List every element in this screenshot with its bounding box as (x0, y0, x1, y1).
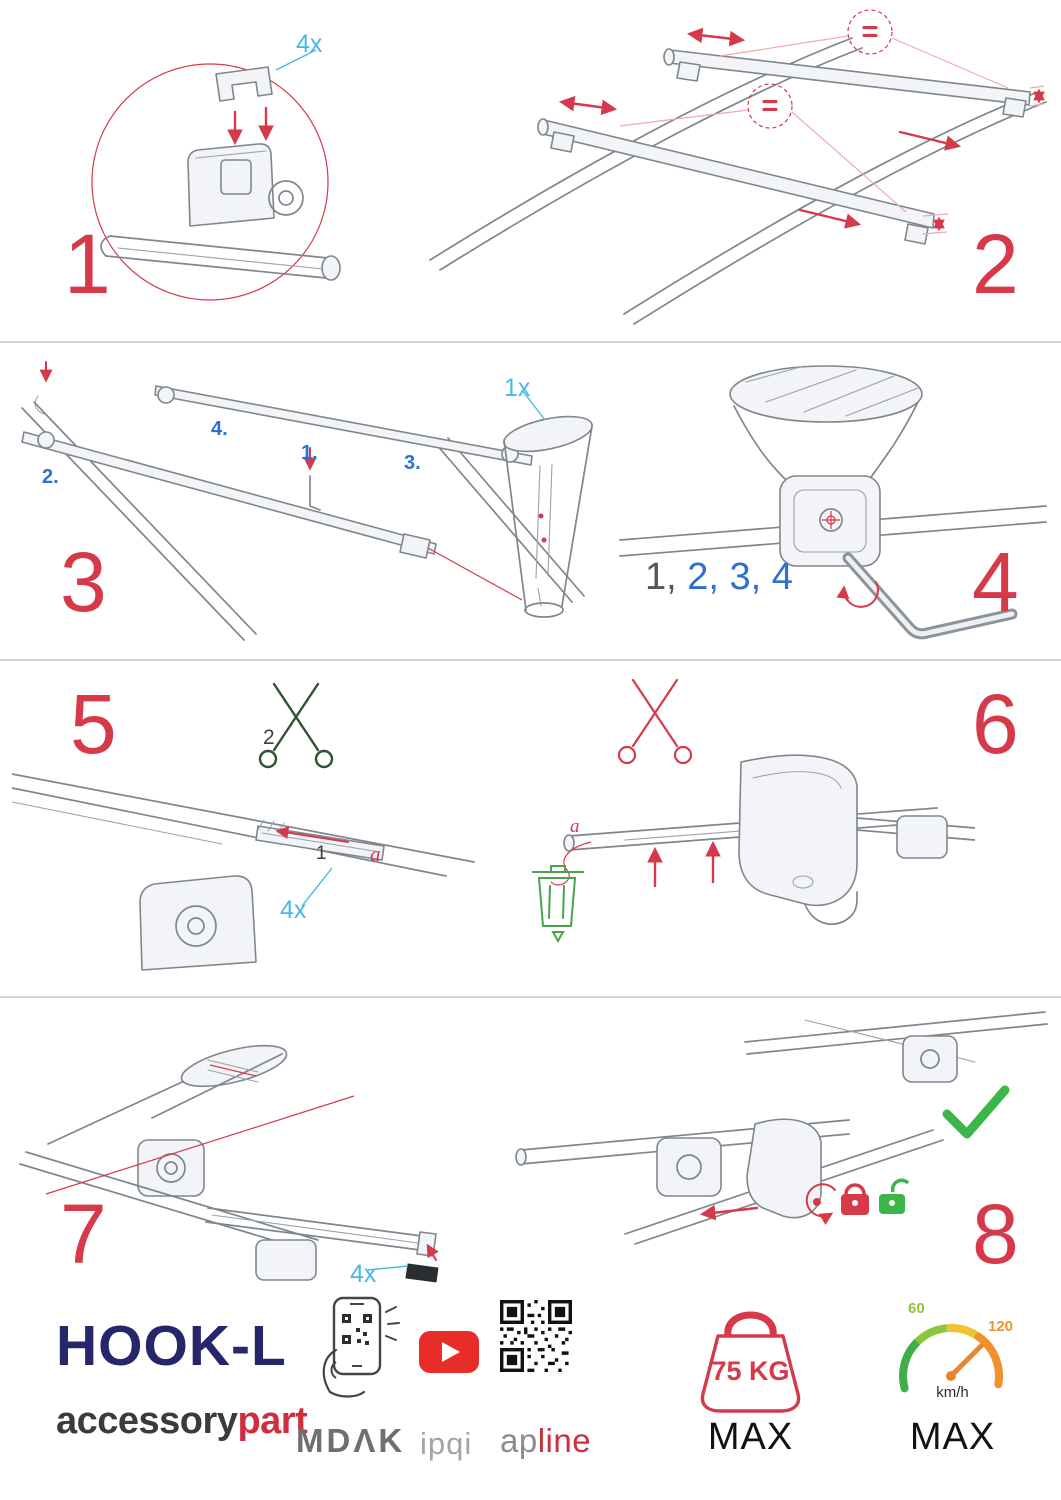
crossbar (21, 431, 437, 555)
adjust-arrow (686, 27, 746, 47)
logo-ipqi: ipqi (420, 1426, 473, 1461)
clamp-body (779, 475, 881, 567)
lock-closed-icon (841, 1183, 869, 1215)
step-6-number: 6 (972, 677, 1019, 771)
qty-leader-line (367, 1265, 409, 1271)
step-6-illustration (532, 678, 975, 944)
apline-suffix: line (537, 1422, 592, 1459)
adjust-arrow (558, 95, 618, 116)
step-7-qty-label: 4x (350, 1260, 377, 1288)
step-3-illustration (21, 361, 593, 641)
rotate-arrow (836, 581, 879, 608)
clamp-body (137, 1139, 205, 1197)
step-4-number: 4 (972, 535, 1019, 629)
step-3-order-label-4: 4. (211, 418, 228, 440)
phone-scan-icon (322, 1296, 400, 1398)
step-5-number: 5 (70, 677, 117, 771)
gauge-needle (948, 1343, 984, 1379)
checkmark-icon (942, 1085, 1010, 1139)
slide-arrow (699, 1204, 759, 1221)
logo-mdak: MDΛK (296, 1422, 406, 1459)
qty-leader-line (301, 867, 333, 907)
step-3-qty-label: 1x (504, 374, 531, 402)
step-8-number: 8 (972, 1187, 1019, 1281)
qty-leader-line (521, 389, 546, 421)
step-4-sequence-label: 1, 2, 3, 4 (645, 556, 793, 599)
logo-apline: apline (500, 1424, 591, 1457)
separator (0, 996, 1061, 998)
foot-cover (738, 754, 858, 907)
brand-logo: accessorypart (56, 1400, 308, 1442)
speed-max-label: MAX (909, 1416, 996, 1458)
trash-recycle-icon (532, 865, 584, 944)
step-5-illustration (12, 682, 475, 971)
step-3-order-label-2: 2. (42, 466, 59, 488)
step-6-part-label: a (570, 816, 580, 837)
tower-cover (729, 365, 923, 423)
step-1-illustration (91, 49, 341, 301)
slide-arrow (798, 208, 862, 229)
crossbar (154, 385, 533, 466)
step-2-illustration (429, 9, 1047, 325)
step-5-cut-label: 2 (263, 726, 275, 749)
step-4-illustration (619, 365, 1047, 640)
speed-max-value: 120 (988, 1318, 1014, 1335)
rotate-arrow (805, 1183, 836, 1225)
step-7-number: 7 (60, 1187, 107, 1281)
weight-icon (700, 1311, 801, 1413)
scissors-icon (258, 682, 334, 769)
step-1-qty-label: 4x (296, 30, 323, 58)
sequence-remaining: 2, 3, 4 (676, 556, 793, 598)
step-3-order-label-1: 1. (301, 442, 318, 464)
product-name: HOOK-L (56, 1314, 287, 1378)
magnifier-circle (91, 63, 329, 301)
step-5-insert-label: 1 (316, 843, 327, 864)
lock-open-icon (879, 1178, 910, 1214)
separator (0, 341, 1061, 343)
alignment-line (45, 1095, 355, 1195)
foot-cover (746, 1118, 822, 1219)
youtube-icon (419, 1331, 479, 1373)
allen-key-icon (309, 475, 321, 511)
cut-strip (550, 841, 592, 886)
weight-max-label: MAX (707, 1416, 794, 1458)
step-5-qty-label: 4x (280, 896, 307, 924)
insert-arrow (426, 1243, 439, 1261)
sequence-done: 1, (645, 556, 677, 598)
brand-suffix: part (237, 1400, 308, 1442)
crossbar (668, 49, 1031, 106)
clamp-body (656, 1137, 722, 1197)
speed-unit-label: km/h (936, 1384, 969, 1401)
end-cap (405, 1263, 439, 1283)
slide-arrow (898, 130, 962, 151)
step-1-number: 1 (64, 217, 111, 311)
bracket-part (215, 66, 273, 102)
brand-prefix: accessory (56, 1400, 238, 1442)
step-2-number: 2 (972, 217, 1019, 311)
step-3-order-label-3: 3. (404, 452, 421, 474)
weight-value: 75 KG (711, 1356, 790, 1386)
apline-prefix: ap (500, 1422, 538, 1459)
qty-leader-line (275, 49, 317, 71)
step-8-illustration (515, 1011, 1048, 1245)
qr-code-icon (500, 1300, 572, 1372)
equal-badge (747, 83, 793, 129)
step-3-number: 3 (60, 535, 107, 629)
speed-min-label: 60 (908, 1300, 925, 1317)
clamp-body (139, 875, 257, 971)
speedometer-icon (899, 1324, 1003, 1393)
tower-cover (503, 415, 593, 453)
insert-arrow (275, 826, 349, 843)
step-2-equal-label: = (861, 16, 879, 48)
equal-badge (847, 9, 893, 55)
allen-key-icon (842, 552, 1018, 640)
scissors-icon (617, 678, 693, 765)
separator (0, 659, 1061, 661)
step-7-illustration (19, 1044, 439, 1283)
step-2-equal-label: = (761, 90, 779, 122)
step-5-part-label: a (370, 842, 381, 866)
